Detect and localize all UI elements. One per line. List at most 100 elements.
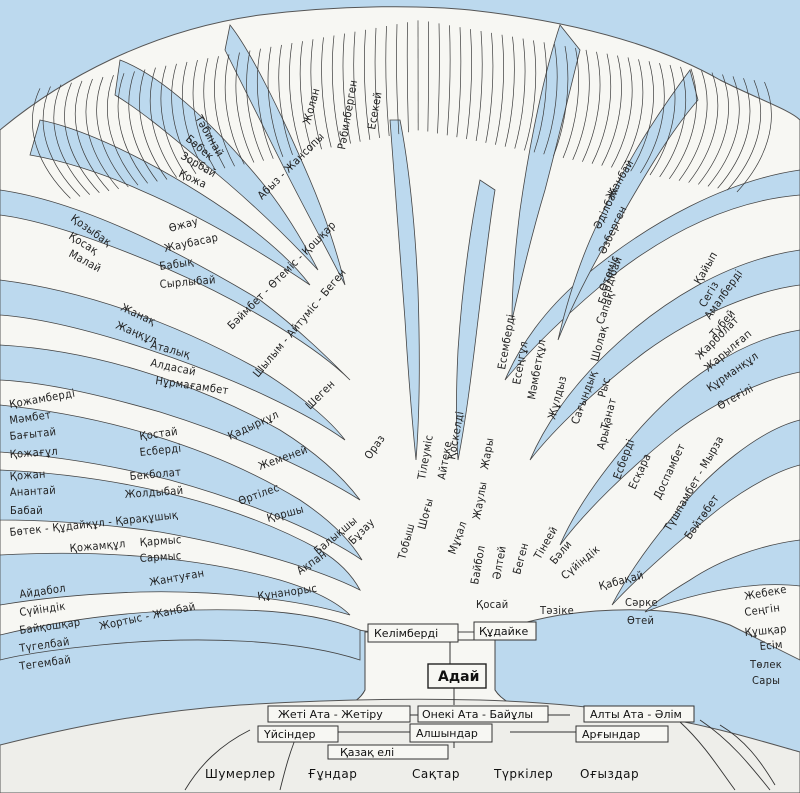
twig-line: [96, 76, 129, 188]
twig-line: [160, 65, 187, 176]
twig-line: [385, 26, 390, 137]
twig-line: [504, 36, 515, 147]
twig-line: [42, 86, 81, 197]
twig-line: [128, 71, 158, 182]
ground-gundar: Ғұндар: [308, 767, 357, 781]
left-branches-label-30: Сармыс: [139, 549, 182, 565]
twig-line: [299, 41, 313, 152]
left-branches-label-19: Қожағұл: [9, 445, 58, 461]
twig-line: [630, 61, 654, 172]
label-etei: Өтей: [627, 614, 654, 627]
twig-line: [601, 55, 622, 166]
twig-line: [289, 42, 303, 154]
genealogy-boxes: Келімберді Құдайке Адай Жеті Ата - Жетір…: [257, 621, 695, 760]
right-branches-label-25: Құшқар: [744, 622, 787, 639]
ground-saktar: Сақтар: [412, 767, 460, 781]
twig-line: [485, 32, 494, 143]
label-tazike: Тәзіке: [539, 604, 574, 617]
twig-line: [256, 48, 274, 159]
twig-line: [396, 24, 400, 135]
twig-line: [475, 30, 483, 142]
label-onekiata: Онекі Ата - Байұлы: [422, 708, 533, 721]
label-adai: Адай: [438, 669, 479, 685]
twig-line: [698, 74, 729, 185]
right-branches-label-28: Сары: [752, 674, 780, 687]
left-branches-label-21: Есберді: [139, 442, 182, 459]
twig-line: [203, 58, 226, 169]
twig-line: [321, 37, 332, 148]
left-branches-label-10: Сырлыбай: [159, 273, 216, 291]
twig-line: [235, 52, 255, 163]
label-uisinder: Үйсіндер: [263, 728, 316, 741]
right-branches-label-7: Рыс: [595, 376, 613, 399]
twig-line: [214, 56, 235, 167]
left-branches-label-31: Айдабол: [19, 582, 67, 601]
left-branches-label-26: Бабай: [10, 504, 43, 517]
label-kelimberdi: Келімберді: [374, 627, 438, 640]
left-branches-label-22: Қожан: [9, 468, 46, 483]
twig-line: [707, 76, 740, 187]
twig-line: [342, 33, 351, 144]
right-branches-label-27: Төлек: [749, 658, 782, 671]
box-uisinder: [257, 725, 339, 743]
twig-line: [640, 63, 665, 174]
label-kosai: Қосай: [476, 598, 509, 611]
left-branches-label-24: Бекболат: [129, 466, 182, 483]
twig-line: [149, 67, 177, 178]
twig-line: [620, 59, 644, 170]
twig-lines: [32, 20, 772, 199]
twig-line: [543, 44, 558, 155]
ground-oguzdar: Оғыздар: [580, 767, 639, 781]
center-branches-label-19: Жары: [478, 437, 496, 471]
left-branches-label-18: Бағытай: [9, 425, 57, 443]
twig-line: [495, 34, 504, 145]
twig-line: [74, 80, 110, 192]
twig-line: [591, 53, 612, 164]
left-branches-label-28: Қожамқұл: [69, 537, 126, 555]
branch-gaps: [0, 24, 363, 661]
box-kelimberdi: [367, 623, 459, 643]
label-alshyndar: Алшындар: [416, 727, 478, 740]
right-branches-label-26: Есім: [759, 638, 783, 653]
twig-line: [406, 22, 409, 133]
box-kudaike: [473, 621, 537, 641]
label-kazak-eli: Қазақ елі: [340, 746, 394, 759]
twig-line: [437, 23, 440, 134]
twig-line: [669, 68, 697, 179]
twig-line: [353, 31, 361, 142]
left-branches-label-9: Бабық: [159, 255, 195, 273]
twig-line: [688, 72, 719, 183]
twig-line: [374, 27, 380, 138]
label-alty-ata: Алты Ата - Әлім: [590, 708, 682, 721]
twig-line: [117, 73, 148, 184]
twig-line: [267, 46, 284, 157]
twig-line: [278, 44, 293, 156]
twig-line: [85, 78, 119, 190]
twig-line: [224, 54, 245, 165]
twig-line: [466, 29, 472, 140]
center-branches-label-29: Әлтей: [490, 545, 509, 581]
label-zheti-ata: Жеті Ата - Жетіру: [278, 708, 383, 721]
ground-turkiler: Түркілер: [493, 767, 553, 781]
box-alty-ata: [583, 705, 695, 723]
box-argyndar: [575, 725, 669, 743]
twig-line: [331, 35, 342, 146]
twig-line: [582, 51, 601, 162]
twig-line: [524, 40, 537, 151]
right-branches-label-24: Сеңгін: [744, 601, 781, 619]
left-branches-label-20: Қостай: [139, 425, 179, 443]
twig-line: [171, 63, 197, 175]
twig-line: [53, 84, 90, 195]
label-argyndar: Арғындар: [582, 728, 640, 741]
box-alshyndar: [409, 723, 493, 743]
twig-line: [32, 88, 71, 199]
twig-line: [456, 27, 462, 138]
twig-line: [514, 38, 526, 149]
twig-line: [192, 59, 216, 171]
twig-line: [659, 66, 687, 178]
twig-line: [678, 70, 708, 181]
twig-line: [181, 61, 206, 173]
left-branches-label-32: Сүйіндік: [19, 600, 67, 619]
twig-line: [107, 75, 139, 186]
